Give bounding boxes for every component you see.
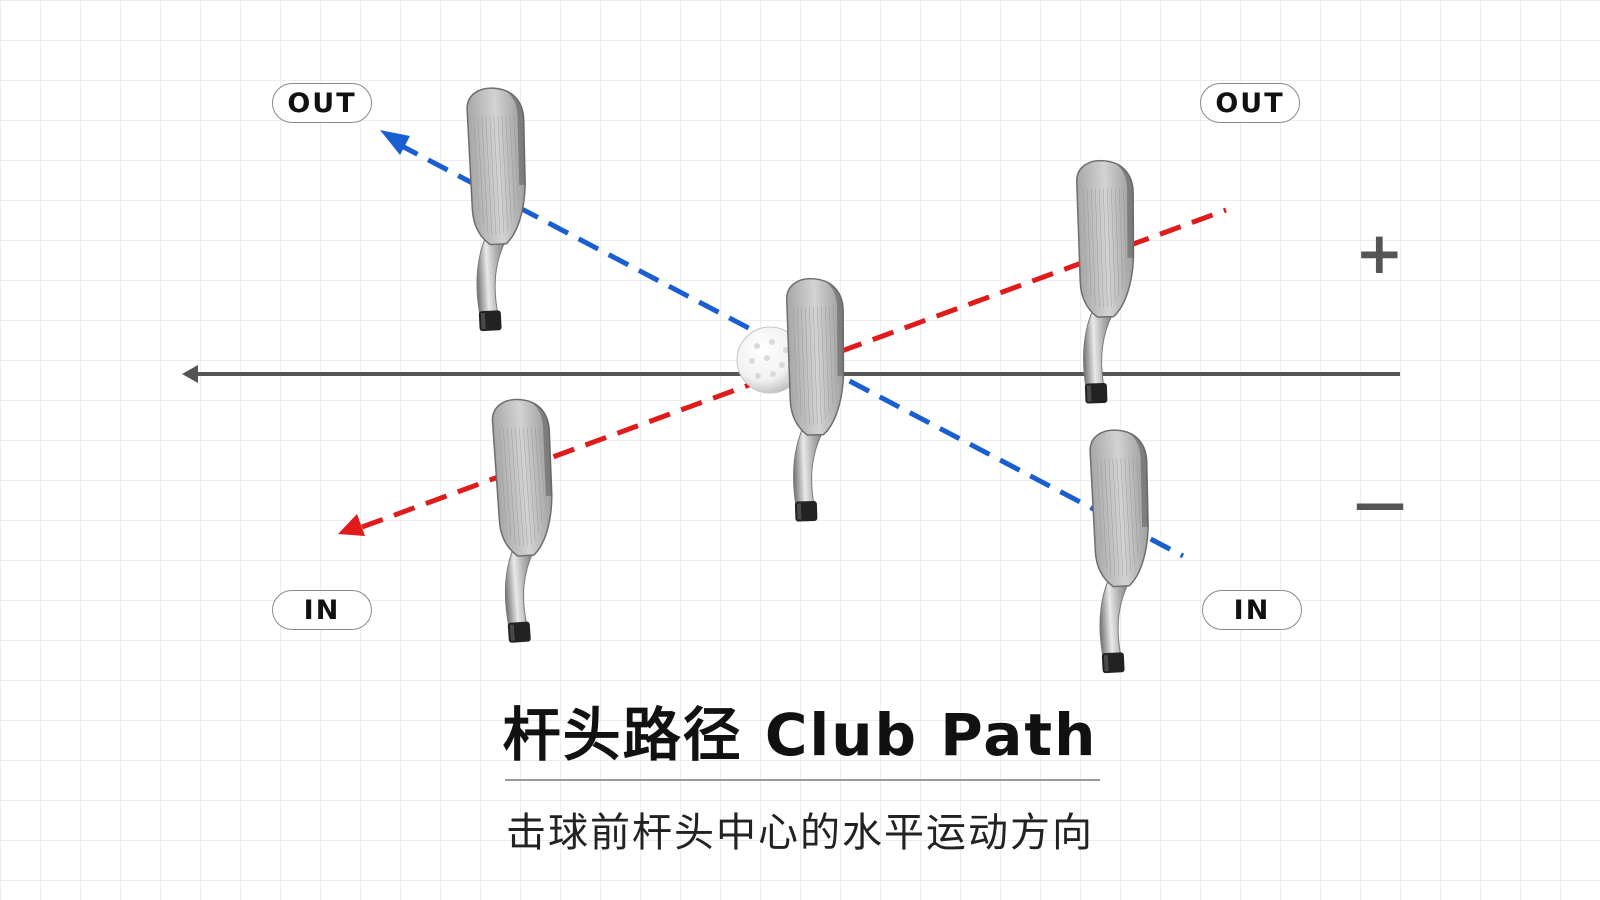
plus-sign: + <box>1355 219 1404 287</box>
in-label-left: IN <box>272 590 372 630</box>
golf-iron-club-icon <box>490 396 565 644</box>
diagram-title: 杆头路径 Club Path <box>502 701 1098 769</box>
target-line-arrowhead <box>182 365 198 383</box>
golf-iron-club-icon <box>785 276 852 523</box>
golf-iron-club-icon <box>1088 427 1159 675</box>
minus-sign: — <box>1354 474 1406 534</box>
diagram-subtitle: 击球前杆头中心的水平运动方向 <box>506 810 1094 856</box>
golf-iron-club-icon <box>1075 158 1142 405</box>
out-label-right: OUT <box>1200 83 1300 123</box>
out-to-in-path-arrowhead <box>380 130 410 155</box>
in-to-out-path-arrowhead <box>338 514 365 536</box>
in-label-right: IN <box>1202 590 1302 630</box>
golf-ball-icon <box>736 326 804 394</box>
out-label-left: OUT <box>272 83 372 123</box>
title-divider <box>505 779 1100 781</box>
